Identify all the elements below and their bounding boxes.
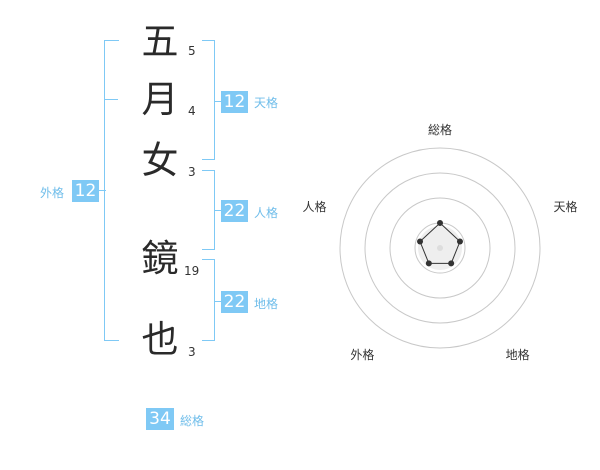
stroke-count-2: 4 (188, 104, 196, 118)
stroke-count-4: 19 (184, 264, 200, 278)
tenkaku-value: 12 (221, 91, 248, 113)
radar-axis-label-2: 地格 (506, 347, 530, 362)
jinkaku-bracket-connector (214, 210, 222, 211)
gaikaku-bracket-connector (98, 190, 106, 191)
name-char-1: 五 (141, 20, 179, 63)
chikaku-value: 22 (221, 291, 248, 313)
radar-axis-label-3: 外格 (350, 347, 374, 362)
radar-point-0 (437, 220, 443, 226)
name-char-4: 鏡 (141, 237, 179, 280)
jinkaku-value: 22 (221, 200, 248, 222)
radar-axis-label-1: 天格 (554, 199, 578, 214)
stroke-count-5: 3 (188, 345, 196, 359)
tenkaku-bracket (202, 40, 215, 160)
radar-point-2 (448, 260, 455, 267)
radar-ring-3 (364, 172, 516, 324)
name-char-2: 月 (141, 78, 179, 121)
radar-point-3 (425, 260, 432, 267)
chikaku-bracket-connector (214, 301, 222, 302)
radar-axis-label-0: 総格 (428, 122, 452, 137)
radar-ring-2 (389, 197, 491, 299)
radar-point-4 (417, 238, 424, 245)
name-char-3: 女 (141, 139, 179, 182)
name-char-5: 也 (141, 318, 179, 361)
radar-series-polygon (419, 222, 461, 264)
gaikaku-bracket-tick (104, 99, 118, 100)
gaikaku-value: 12 (72, 180, 99, 202)
chikaku-label: 地格 (254, 297, 279, 311)
tenkaku-label: 天格 (254, 96, 279, 110)
tenkaku-bracket-connector (214, 101, 222, 102)
jinkaku-label: 人格 (254, 206, 279, 220)
stroke-count-3: 3 (188, 165, 196, 179)
radar-point-1 (456, 238, 463, 245)
stroke-count-1: 5 (188, 44, 196, 58)
chikaku-bracket (202, 259, 215, 341)
gaikaku-label: 外格 (40, 186, 65, 200)
radar-axis-label-4: 人格 (302, 199, 326, 214)
soukaku-value: 34 (146, 408, 174, 430)
radar-center-dot (437, 245, 443, 251)
soukaku-label: 総格 (180, 414, 205, 428)
